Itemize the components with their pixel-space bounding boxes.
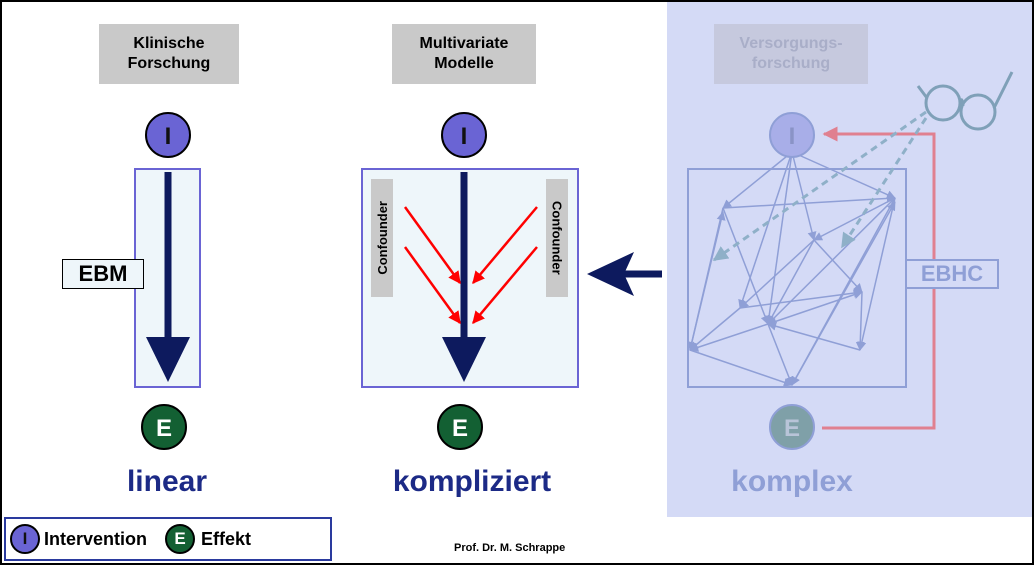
- dashed-observation-arrows: [712, 110, 928, 262]
- node-i-col1: I: [145, 112, 191, 158]
- word-complicated: kompliziert: [392, 465, 552, 498]
- confounder-label-right: Confounder: [546, 179, 568, 297]
- header-health-services-research-text: Versorgungs-forschung: [739, 35, 843, 72]
- complicated-arrow-head: [442, 337, 486, 382]
- header-multivariate-models-text: Multivariate Modelle: [419, 35, 509, 72]
- header-multivariate-models: Multivariate Modelle: [392, 24, 536, 84]
- legend-effect-label: Effekt: [201, 528, 252, 549]
- node-i-col3: I: [769, 112, 815, 158]
- legend-intervention-label: Intervention: [44, 528, 148, 549]
- svg-text:E: E: [452, 415, 468, 442]
- footer-author: Prof. Dr. M. Schrappe: [454, 542, 566, 554]
- glasses-icon: [916, 71, 1014, 131]
- node-e-col3: E: [769, 404, 815, 450]
- confounder-label-left: Confounder: [371, 179, 393, 297]
- linear-arrow-head: [146, 337, 190, 382]
- word-complex: komplex: [731, 465, 853, 498]
- svg-text:E: E: [784, 415, 800, 442]
- legend: I Intervention E Effekt: [4, 517, 332, 561]
- ebhc-label: EBHC: [905, 259, 999, 289]
- svg-text:I: I: [789, 123, 796, 150]
- node-e-col1: E: [141, 404, 187, 450]
- left-pointing-arrow: [587, 252, 662, 296]
- svg-text:E: E: [156, 415, 172, 442]
- legend-effect-icon: E: [165, 524, 196, 554]
- word-linear: linear: [126, 465, 208, 498]
- header-health-services-research: Versorgungs-forschung: [714, 24, 868, 84]
- header-clinical-research-text: Klinische Forschung: [127, 35, 211, 72]
- header-clinical-research: Klinische Forschung: [99, 24, 239, 84]
- svg-text:I: I: [461, 123, 468, 150]
- svg-text:I: I: [165, 123, 172, 150]
- confounder-arrows: [403, 206, 538, 325]
- node-i-col2: I: [441, 112, 487, 158]
- legend-intervention-icon: I: [10, 524, 40, 554]
- node-e-col2: E: [437, 404, 483, 450]
- confounder-label-left-text: Confounder: [374, 201, 390, 275]
- ebm-label: EBM: [62, 259, 144, 289]
- confounder-label-right-text: Confounder: [549, 201, 565, 275]
